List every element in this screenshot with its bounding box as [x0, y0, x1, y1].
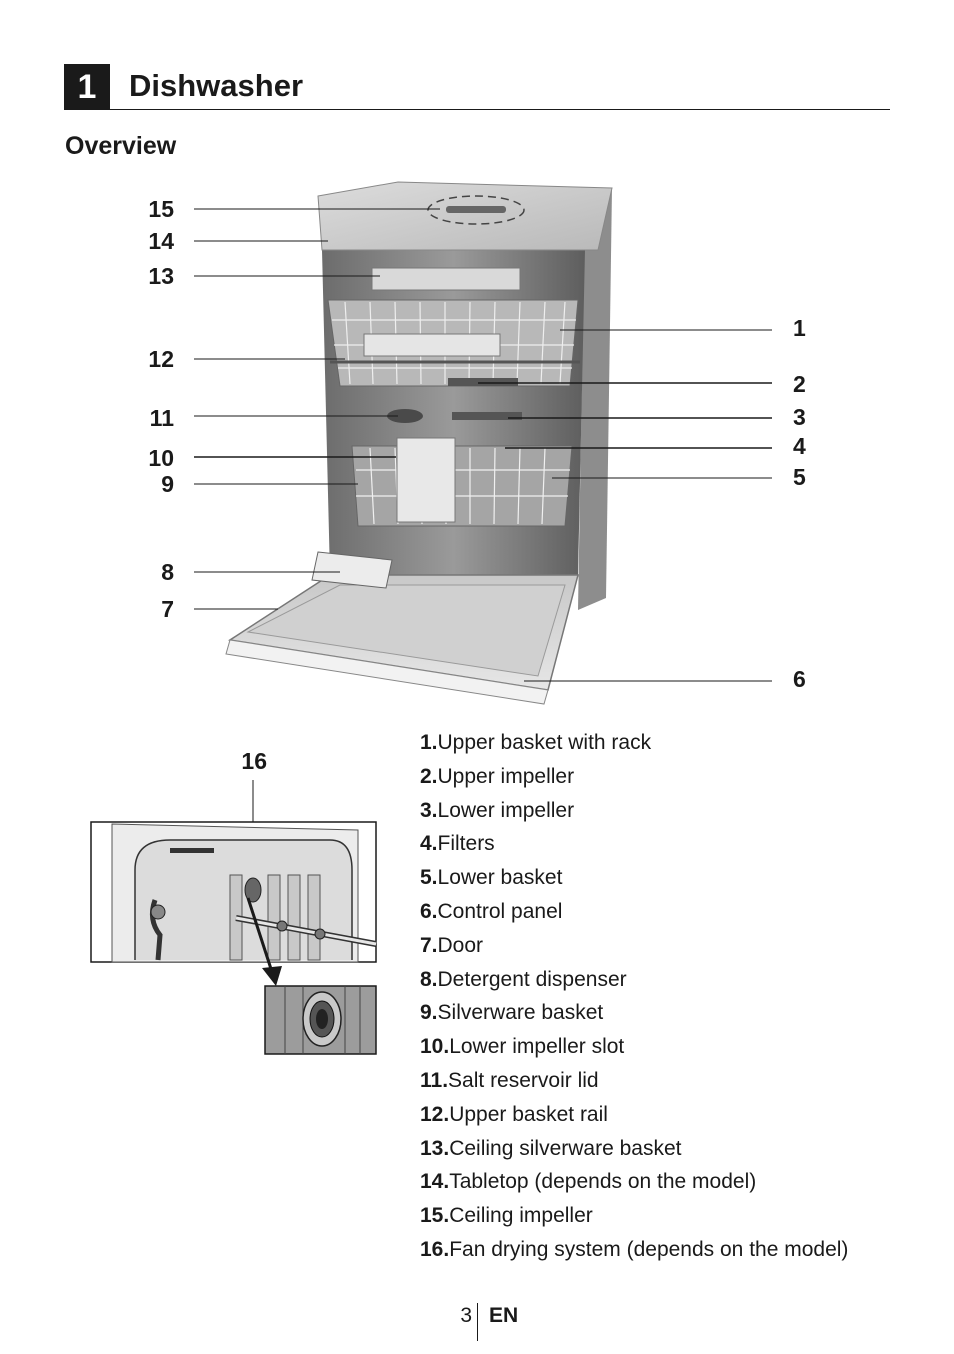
chapter-title: Dishwasher — [129, 68, 304, 103]
callout-4: 4 — [793, 433, 806, 459]
callout-3: 3 — [793, 404, 806, 430]
legend-item: 7.Door — [420, 933, 484, 957]
inset-roller-a — [276, 920, 288, 932]
fan-vent-zoom-core — [316, 1009, 328, 1029]
callout-6: 6 — [793, 666, 806, 692]
lower-basket — [351, 445, 573, 527]
dishwasher-illustration — [194, 181, 772, 705]
legend-item: 5.Lower basket — [420, 866, 563, 890]
fan-drying-inset — [90, 780, 377, 1055]
callout-15: 15 — [148, 196, 174, 222]
legend-item: 10.Lower impeller slot — [420, 1035, 625, 1059]
legend-item: 11.Salt reservoir lid — [420, 1068, 599, 1092]
callout-8: 8 — [161, 559, 174, 585]
legend-item: 8.Detergent dispenser — [420, 967, 627, 991]
leader-lines-left — [194, 208, 440, 610]
page-number: 3 — [460, 1304, 472, 1327]
legend-item: 6.Control panel — [420, 899, 563, 923]
section-title: Overview — [65, 132, 177, 160]
callout-1: 1 — [793, 315, 806, 341]
inset-arrow-shaft — [246, 897, 274, 973]
ceiling-impeller-outline — [427, 195, 525, 225]
callout-14: 14 — [148, 228, 174, 254]
legend-item: 16.Fan drying system (depends on the mod… — [420, 1237, 849, 1261]
silverware-basket — [396, 437, 456, 523]
lower-impeller — [452, 412, 522, 420]
callout-11: 11 — [149, 405, 174, 431]
legend-item: 9.Silverware basket — [420, 1001, 604, 1025]
door-inner-panel — [246, 584, 566, 677]
callout-12: 12 — [148, 346, 174, 372]
legend-item: 14.Tabletop (depends on the model) — [420, 1170, 757, 1194]
legend-item: 4.Filters — [420, 832, 495, 856]
inset-hose — [149, 899, 163, 961]
inset-vent-ribs — [229, 874, 321, 961]
callout-9: 9 — [161, 471, 174, 497]
legend-item: 1.Upper basket with rack — [420, 731, 652, 754]
chapter-rule — [110, 109, 890, 110]
callout-16: 16 — [241, 748, 267, 774]
inset-arrow-head — [262, 966, 282, 986]
control-panel — [225, 639, 549, 705]
salt-reservoir-lid — [387, 409, 423, 423]
callout-10: 10 — [148, 445, 174, 471]
legend-item: 13.Ceiling silverware basket — [420, 1136, 682, 1160]
ceiling-silverware-basket — [371, 267, 521, 291]
callout-2: 2 — [793, 371, 806, 397]
footer-divider — [477, 1303, 478, 1341]
callout-5: 5 — [793, 464, 806, 490]
legend-item: 12.Upper basket rail — [420, 1102, 608, 1126]
legend-item: 15.Ceiling impeller — [420, 1204, 593, 1228]
side-panel — [578, 188, 612, 610]
tabletop — [317, 181, 613, 251]
legend-item: 3.Lower impeller — [420, 798, 575, 822]
chapter-number-box: 1 — [64, 64, 110, 110]
inset-roller-b — [314, 928, 326, 940]
fan-vent — [244, 877, 262, 903]
ceiling-impeller — [446, 206, 506, 213]
detergent-dispenser — [311, 551, 393, 589]
callout-13: 13 — [148, 263, 174, 289]
upper-impeller — [448, 378, 518, 386]
inset-rail-highlight — [235, 916, 377, 946]
upper-tray — [363, 333, 501, 357]
callout-7: 7 — [161, 596, 174, 622]
leader-lines-right — [478, 329, 772, 682]
parts-legend: 1.Upper basket with rack 2.Upper impelle… — [420, 728, 848, 1269]
inset-hose-clip — [150, 904, 166, 920]
legend-item: 2.Upper impeller — [420, 764, 575, 788]
language-code: EN — [489, 1304, 519, 1327]
inset-top-slot — [170, 848, 214, 853]
